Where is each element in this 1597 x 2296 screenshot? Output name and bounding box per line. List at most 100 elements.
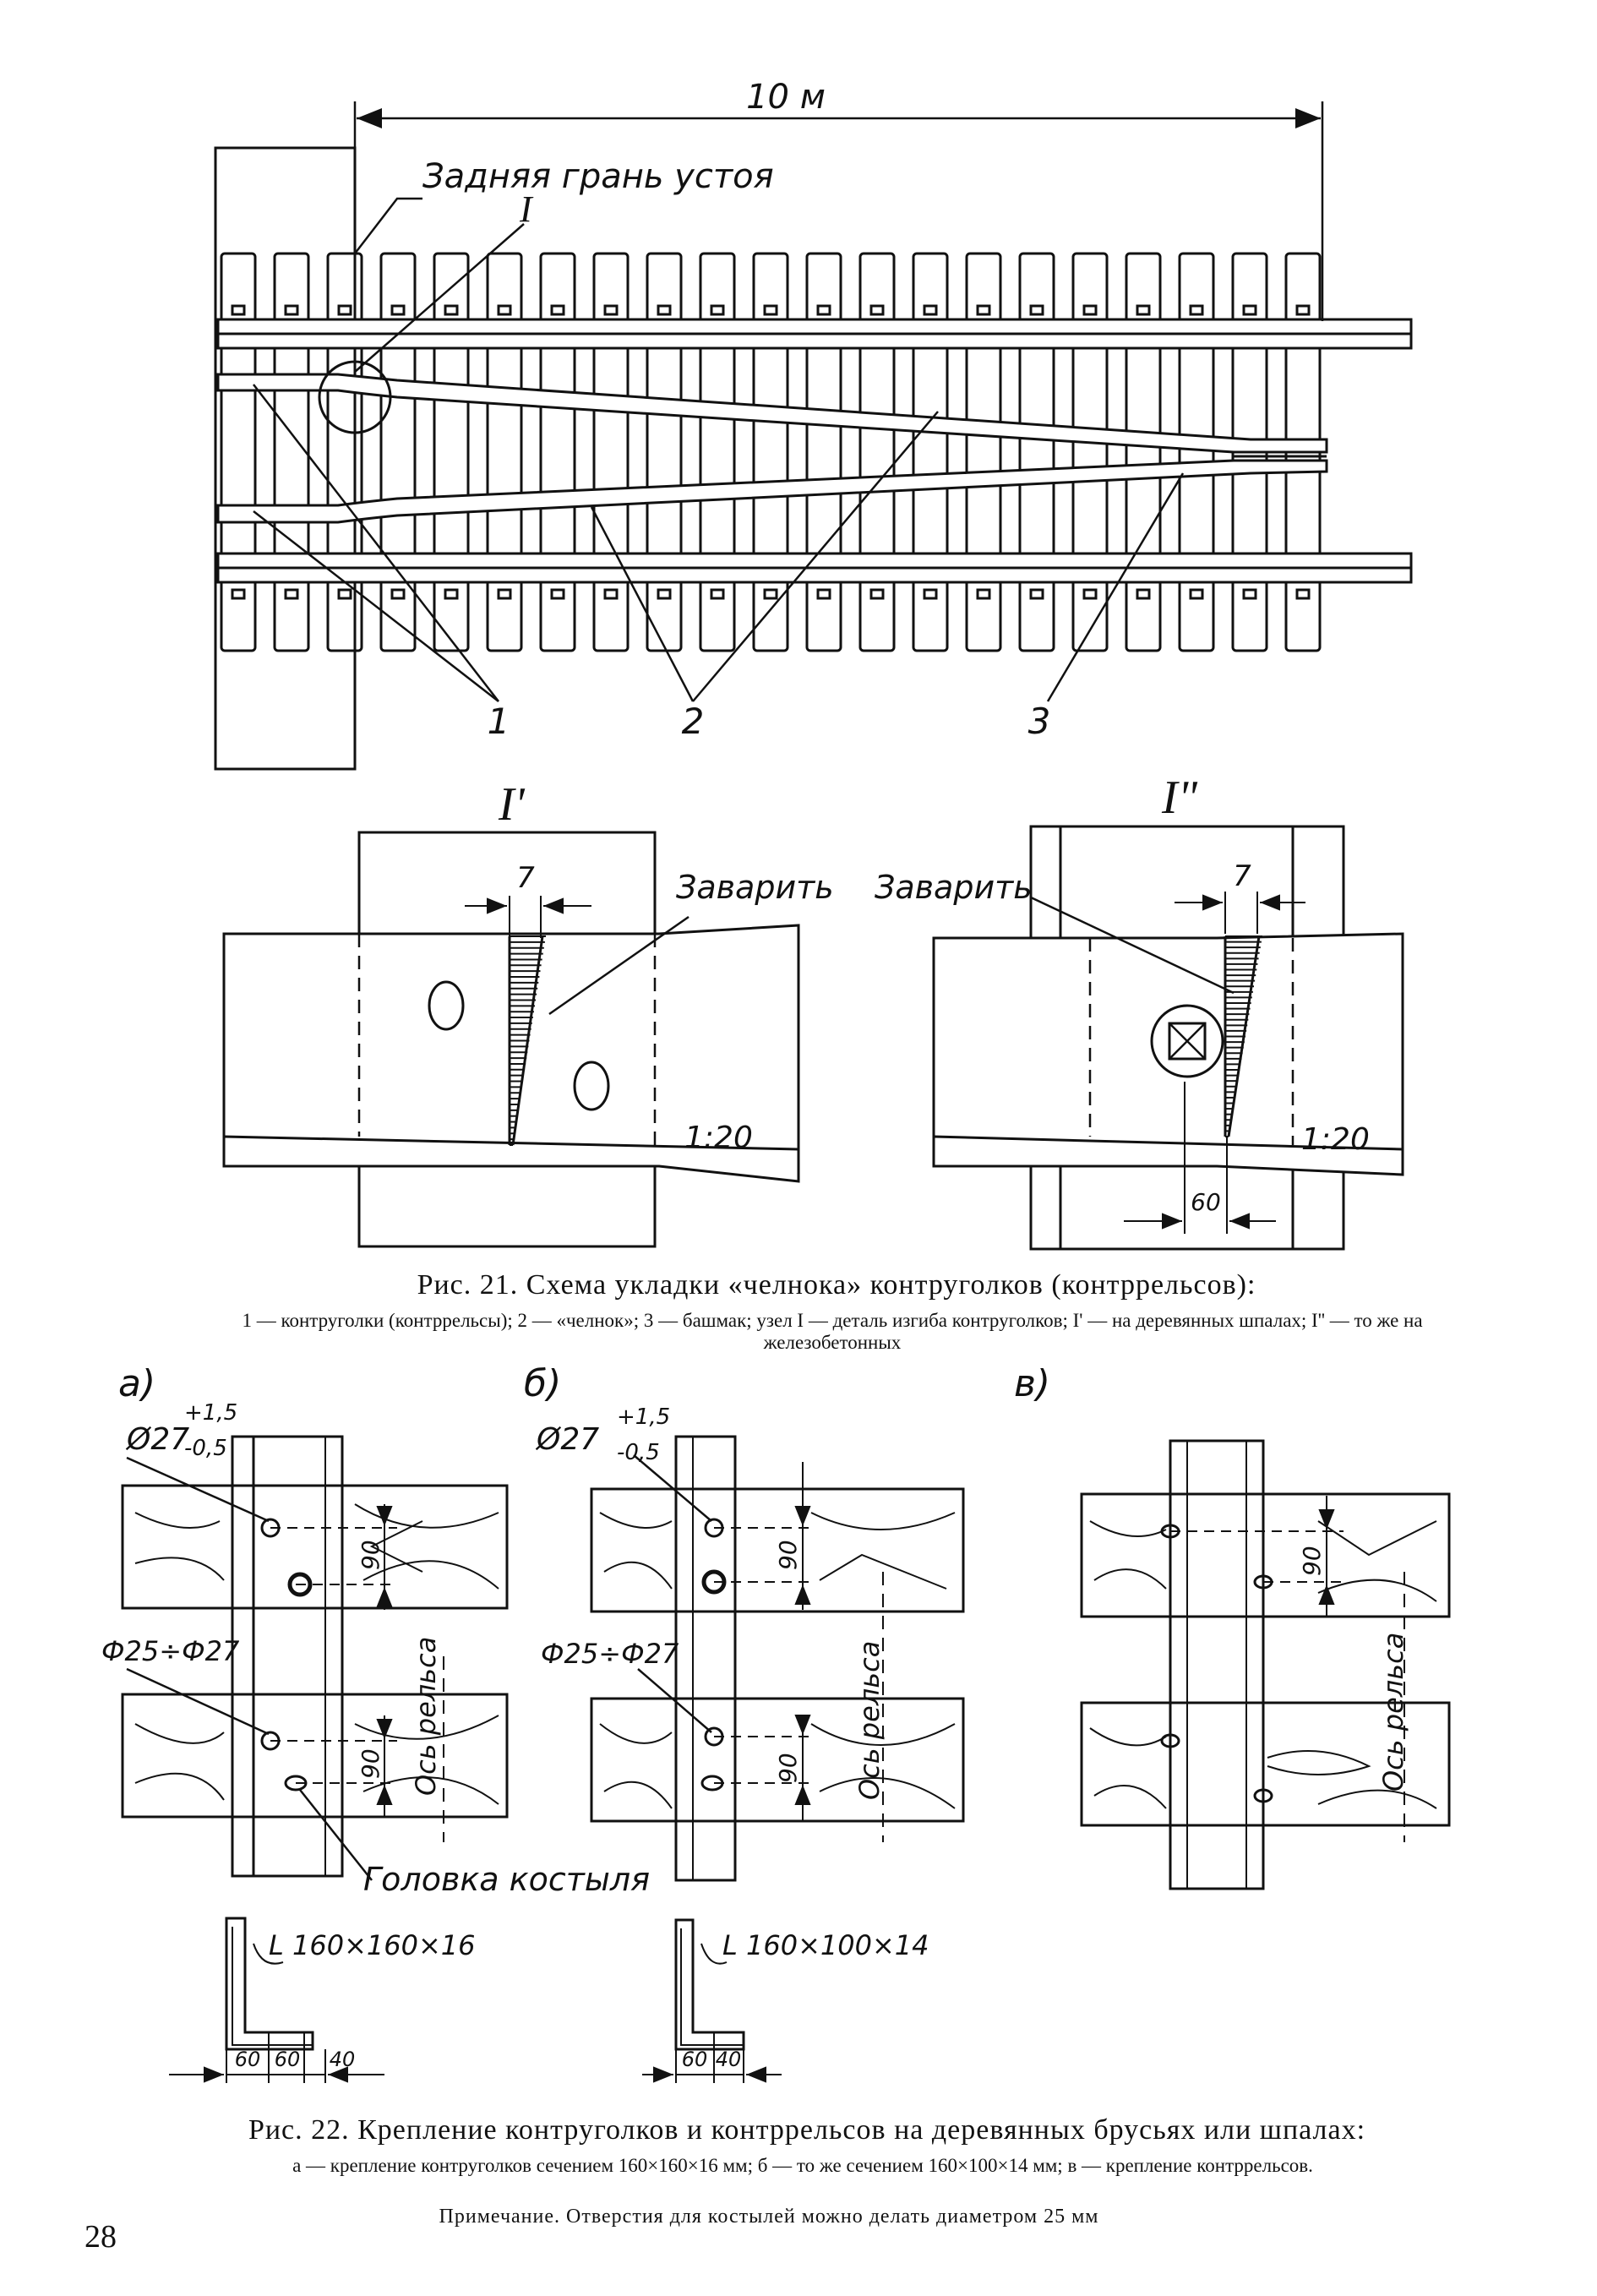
sleeper [805,252,842,652]
rail-clip [976,304,991,316]
hole-a-tol-dn: -0,5 [184,1436,227,1461]
rail-clip [1295,304,1311,316]
rail-clip [710,588,725,600]
weld-edge [511,935,544,1146]
angle-profile-a [169,1917,384,2083]
rail-clip [1242,588,1257,600]
rail-clip [976,588,991,600]
rail-clip [923,304,938,316]
fig22-note: Примечание. Отверстия для костылей можно… [439,2206,1099,2228]
rail-clip [550,304,565,316]
detail-I-double-prime [932,825,1404,1251]
rail-clip [869,588,885,600]
timber-b-top [590,1487,965,1613]
sleepers-group [220,252,1322,652]
rail-clip [1189,588,1204,600]
angle-a-dim60-2: 60 [275,2048,301,2071]
rail-clip [1136,588,1151,600]
rail-axis-a: Ось рельса [410,1637,442,1796]
dim-7-right: 7 [1233,859,1251,893]
detail-I-prime [222,831,800,1248]
slope-right: 1:20 [1301,1122,1370,1157]
guard-rail-c [1169,1439,1265,1890]
rail-clip [710,304,725,316]
rail-clip [284,304,299,316]
rail-clip [603,304,619,316]
sleeper [273,252,310,652]
timber-b-bottom [590,1697,965,1823]
wood-grain-c [1089,1520,1437,1809]
hole-b-tol-dn: -0,5 [617,1440,660,1465]
hole-b-tol-up: +1,5 [617,1404,670,1430]
timber-a-bottom [121,1693,509,1819]
spike-range-a: Ф25÷Ф27 [101,1635,240,1667]
rail-clip [657,588,672,600]
rail-clip [869,304,885,316]
rail-clip [657,304,672,316]
angle-a-dim40: 40 [330,2048,356,2071]
panel-a-label: а) [118,1362,155,1405]
rail-clip [231,588,246,600]
rail-clip [816,588,831,600]
abutment-face-label: Задняя грань устоя [422,157,774,196]
sleeper [486,252,523,652]
page-number: 28 [84,2219,117,2255]
rail-clip [923,588,938,600]
panel-b-label: б) [524,1362,561,1405]
rail-clip [603,588,619,600]
fig22-caption-body: а — крепление контруголков сечением 160×… [292,2155,1313,2176]
sleeper [326,252,363,652]
spike-head-label: Головка костыля [363,1861,650,1898]
timber-a-top [121,1484,509,1610]
sleeper [912,252,949,652]
rail-clip [1136,304,1151,316]
wood-grain-a [134,1503,499,1805]
rail-clip [1295,588,1311,600]
rail-clip [550,588,565,600]
angle-b-label: L 160×100×14 [722,1929,929,1961]
sleeper [752,252,789,652]
rail-clip [497,304,512,316]
callout-2: 2 [682,701,705,742]
weld-label-left: Заварить [676,869,834,906]
rail-clip [1189,304,1204,316]
hole-right [573,1061,610,1111]
slope-left: 1:20 [684,1121,753,1155]
callout-1: 1 [488,701,510,742]
rail-clip [1242,304,1257,316]
weld-label-right: Заварить [875,869,1033,906]
rail-clip [231,304,246,316]
fig22-panel-a [121,1435,509,1881]
bolt-washer [1150,1004,1224,1078]
rail-clip [337,588,352,600]
rail-clip [1082,588,1098,600]
rail-clip [763,304,778,316]
angle-a-label: L 160×160×16 [269,1929,476,1961]
guard-angle-a [231,1435,344,1878]
node-label-I: I [519,188,534,230]
callout-3: 3 [1028,701,1051,742]
dim-90-b2: 90 [774,1753,802,1783]
rail-clip [497,588,512,600]
rail-clip [444,588,459,600]
rail-clip [763,588,778,600]
sleeper [858,252,896,652]
hole-b-dia: Ø27 [535,1422,599,1457]
sleeper [220,252,257,652]
abutment-block [214,146,357,771]
hole-a-dia: Ø27 [125,1422,189,1457]
weld-hatching-right [1224,935,1262,1137]
hole-a-tol-up: +1,5 [184,1400,237,1426]
sleeper [433,252,470,652]
sleeper [1071,252,1109,652]
wood-grain-b [599,1512,956,1809]
rail-clip [390,304,406,316]
sleeper [965,252,1002,652]
rail-axis-b: Ось рельса [853,1641,886,1800]
hole-left [428,980,465,1031]
detail-right-title: I" [1161,772,1198,824]
timber-c-top [1080,1492,1451,1618]
fig22-panel-b [590,1435,965,1882]
angle-b-dim60: 60 [682,2048,708,2071]
